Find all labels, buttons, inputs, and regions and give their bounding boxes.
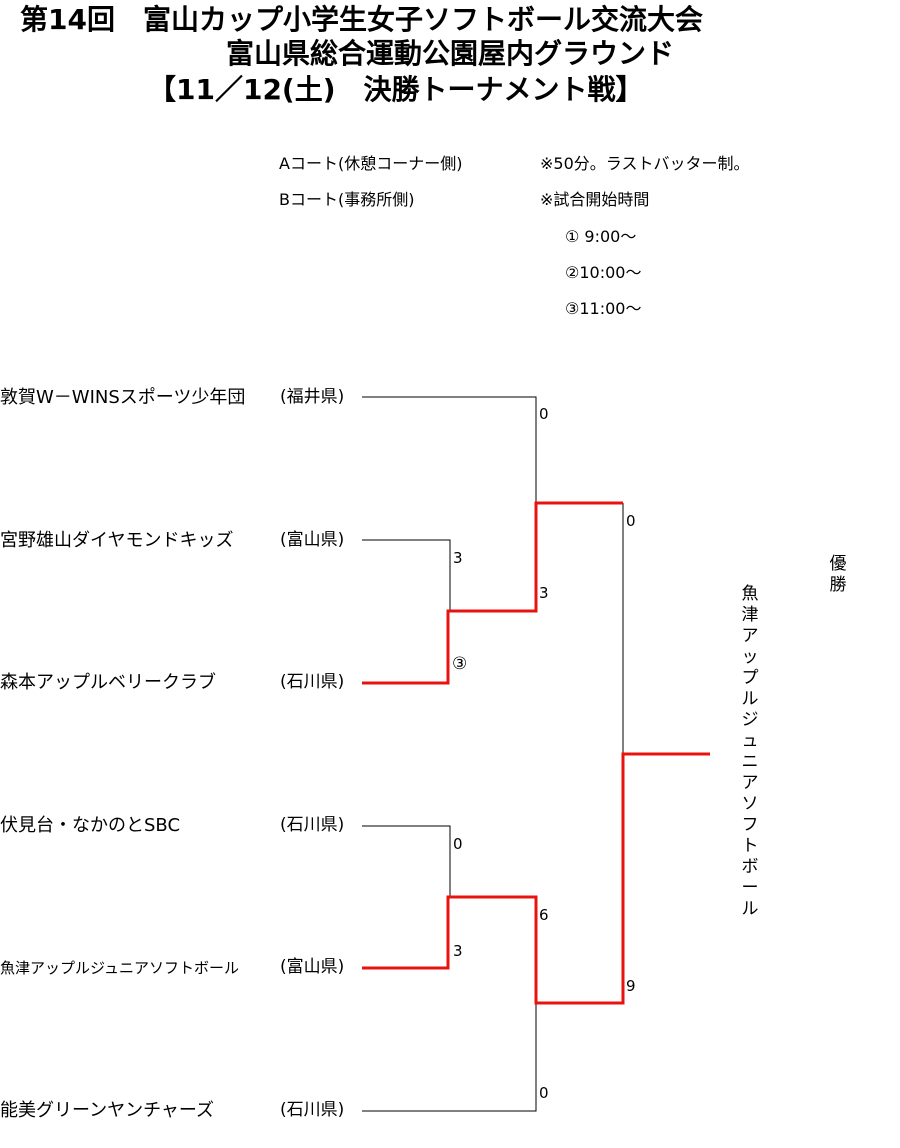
score-label: 6 [539,906,549,924]
bracket-line [362,1003,537,1112]
score-label: 3 [453,549,463,567]
score-label: 9 [626,977,636,995]
team-name: 宮野雄山ダイヤモンドキッズ [0,530,234,551]
rule-note: ※50分。ラストバッター制。 [540,154,750,173]
winner-line [362,501,623,685]
team-prefecture: (石川県) [280,672,345,692]
court-a-note: Aコート(休憩コーナー側) [279,154,463,173]
bracket-line [362,825,451,897]
score-label: 3 [539,584,549,602]
winner-line [362,752,710,1005]
team-name: 伏見台・なかのとSBC [0,815,181,836]
champion-label: 優勝 [829,554,847,595]
team-prefecture: (富山県) [280,530,345,550]
bracket-line [362,539,451,611]
score-label: ③ [452,654,468,674]
start-time-3: ③11:00～ [565,299,642,318]
start-time-2: ②10:00～ [565,263,642,282]
team-prefecture: (石川県) [280,1100,345,1120]
score-label: 0 [626,512,636,530]
score-label: 0 [539,405,549,423]
team-name: 森本アップルベリークラブ [0,672,216,693]
score-label: 3 [453,942,463,960]
title-line-3: 【11／12(土) 決勝トーナメント戦】 [148,73,644,106]
bracket-lines-winner [362,501,710,1005]
team-name: 魚津アップルジュニアソフトボール [0,959,239,977]
score-label: 0 [539,1084,549,1102]
title-line-2: 富山県総合運動公園屋内グラウンド [225,37,674,70]
start-time-label: ※試合開始時間 [540,190,650,209]
court-b-note: Bコート(事務所側) [279,190,415,209]
team-prefecture: (福井県) [280,387,345,407]
team-prefecture: (石川県) [280,815,345,835]
champion-team-name: 魚津アップルジュニアソフトボール [741,584,759,919]
bracket-line [362,396,537,503]
team-name: 能美グリーンヤンチャーズ [0,1100,215,1121]
team-name: 敦賀W－WINSスポーツ少年団 [0,387,246,408]
score-label: 0 [453,835,463,853]
start-time-1: ① 9:00～ [565,227,637,246]
title-line-1: 第14回 富山カップ小学生女子ソフトボール交流大会 [20,3,703,36]
team-prefecture: (富山県) [280,957,345,977]
